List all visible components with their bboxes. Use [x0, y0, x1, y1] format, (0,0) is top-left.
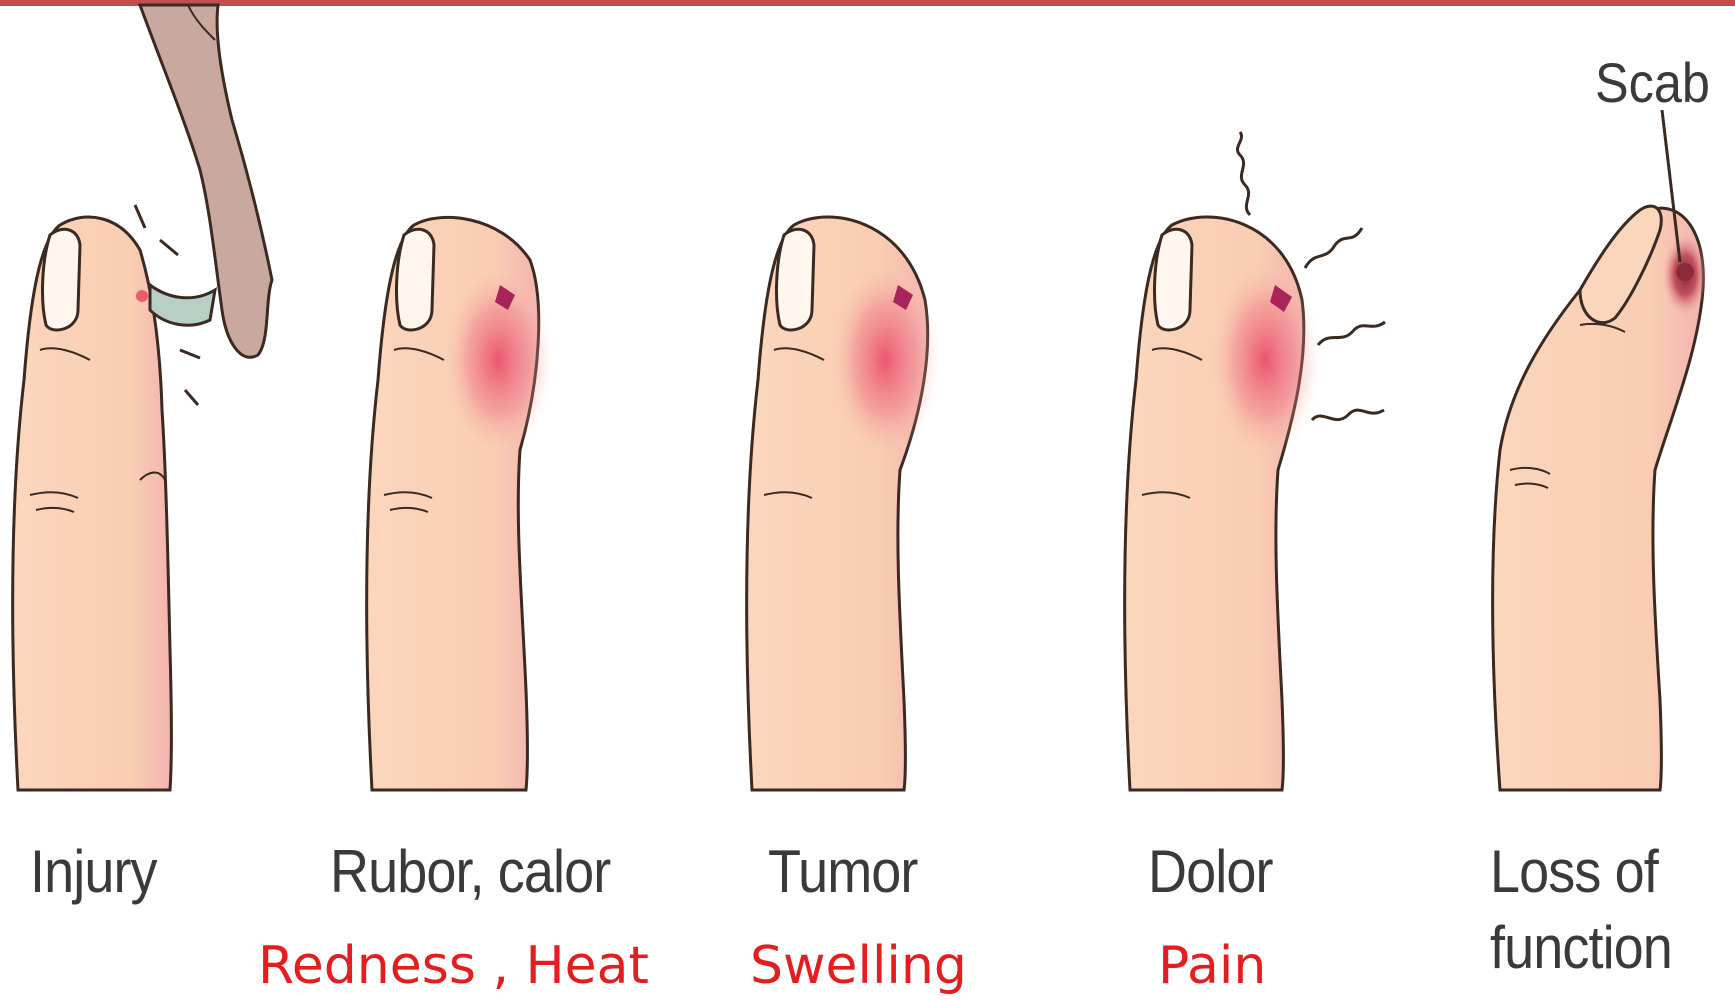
stage-label-loss-of-function-line2: function	[1490, 918, 1672, 978]
stage-label-loss-of-function-line1: Loss of	[1490, 842, 1658, 902]
finger-rubor-calor	[367, 217, 553, 790]
stage-label-rubor-calor: Rubor, calor	[330, 842, 610, 902]
stage-label-tumor: Tumor	[768, 842, 918, 902]
stage-label-dolor: Dolor	[1148, 842, 1273, 902]
translation-redness-heat: Redness , Heat	[258, 940, 649, 992]
translation-swelling: Swelling	[750, 940, 967, 992]
scab-label: Scab	[1595, 55, 1710, 111]
finger-dolor	[1125, 217, 1320, 790]
finger-tumor	[747, 217, 940, 790]
translation-pain: Pain	[1158, 940, 1266, 992]
stage-label-injury: Injury	[30, 842, 157, 902]
finger-loss-of-function	[1493, 110, 1708, 790]
finger-injury	[13, 217, 172, 790]
